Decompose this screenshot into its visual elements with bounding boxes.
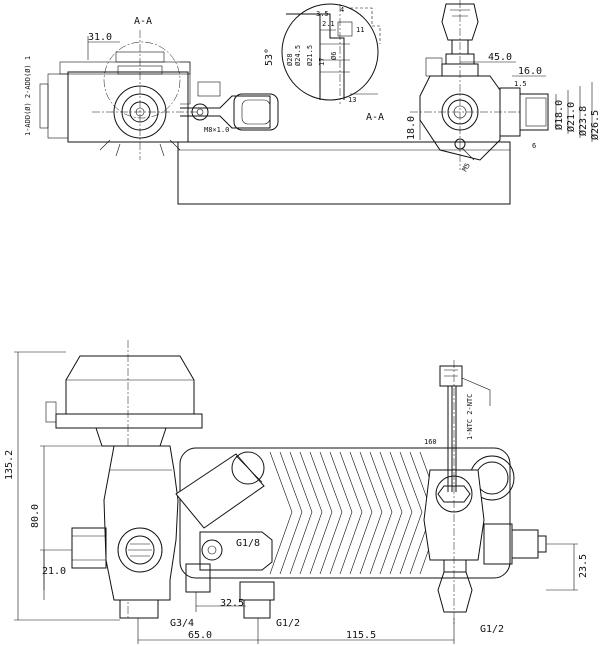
inlet-port [117, 527, 163, 573]
dim-3-5: 3.5 [316, 10, 329, 18]
motor-housing [65, 355, 195, 415]
sensor-connector [439, 365, 463, 387]
label-g12-left: G1/2 [276, 618, 300, 629]
pump-body [103, 445, 179, 601]
top-left-view: 31.0 A-A M8×1.0 1-ADD(Ø) 2-ADD(Ø) 1 [24, 16, 511, 205]
motor-flange [55, 413, 203, 429]
label-160: 160 [424, 438, 437, 446]
d-17: 17 [318, 58, 326, 66]
dim-6: 6 [532, 142, 536, 150]
detail-circle [281, 3, 379, 101]
dim-115-5: 115.5 [346, 630, 376, 641]
g34-outlet [119, 599, 159, 619]
dim-1-5: 1.5 [514, 80, 527, 88]
dim-31: 31.0 [88, 32, 112, 43]
dim-23-5: 23.5 [578, 554, 589, 578]
dim-32-5: 32.5 [220, 598, 244, 609]
label-g34: G3/4 [170, 618, 194, 629]
dim-16: 16.0 [518, 66, 542, 77]
d-23-8: Ø23.8 [577, 106, 589, 136]
g12-left-outlet [243, 599, 271, 619]
chevron-plates [269, 451, 443, 575]
knob [441, 3, 479, 41]
label-g18: G1/8 [236, 538, 260, 549]
dim-21: 21.0 [42, 566, 66, 577]
dim-135-2: 135.2 [4, 450, 15, 480]
valve-body-right [419, 75, 501, 161]
d-24-5: Ø24.5 [294, 45, 302, 66]
heat-exchanger [179, 447, 511, 579]
section-label-aa-2: A-A [366, 112, 384, 123]
d-21: Ø21.0 [565, 102, 577, 132]
d-21-5: Ø21.5 [306, 45, 314, 66]
label-g12-right: G1/2 [480, 624, 504, 635]
angle-53: 53° [264, 48, 275, 66]
wire-text: 1-NTC 2-NTC [466, 394, 474, 440]
base-body [177, 141, 511, 205]
d-26-5: Ø26.5 [589, 110, 601, 140]
elbow-pipe [175, 453, 265, 529]
dim-80: 80.0 [30, 504, 41, 528]
detail-view: 53° 3.5 2.1 4 11 13 Ø28 Ø24.5 Ø21.5 17 Ø… [264, 3, 384, 123]
dim-4: 4 [340, 6, 344, 14]
bottom-knob [437, 571, 473, 613]
section-label-aa: A-A [134, 16, 152, 27]
d-18: Ø18.0 [553, 100, 565, 130]
m5-label: M5 [461, 162, 472, 173]
valve-body [67, 71, 189, 143]
m8-thread-label: M8×1.0 [204, 126, 229, 134]
dim-65: 65.0 [188, 630, 212, 641]
dim-11: 11 [356, 26, 364, 34]
d-6: Ø6 [330, 52, 338, 60]
dim-2-1: 2.1 [322, 20, 335, 28]
top-right-view: 45.0 16.0 1.5 18.0 Ø18.0 Ø21.0 Ø23.8 Ø26… [406, 0, 601, 173]
side-fitting [71, 527, 107, 569]
main-view: 135.2 80.0 21.0 23.5 32.5 65.0 115.5 G3/… [4, 340, 589, 644]
dim-18-v: 18.0 [406, 116, 417, 140]
dim-45: 45.0 [488, 52, 512, 63]
dim-13: 13 [348, 96, 356, 104]
g18-port [201, 539, 223, 561]
side-text: 1-ADD(Ø) 2-ADD(Ø) 1 [24, 56, 32, 136]
d-28: Ø28 [286, 53, 294, 66]
